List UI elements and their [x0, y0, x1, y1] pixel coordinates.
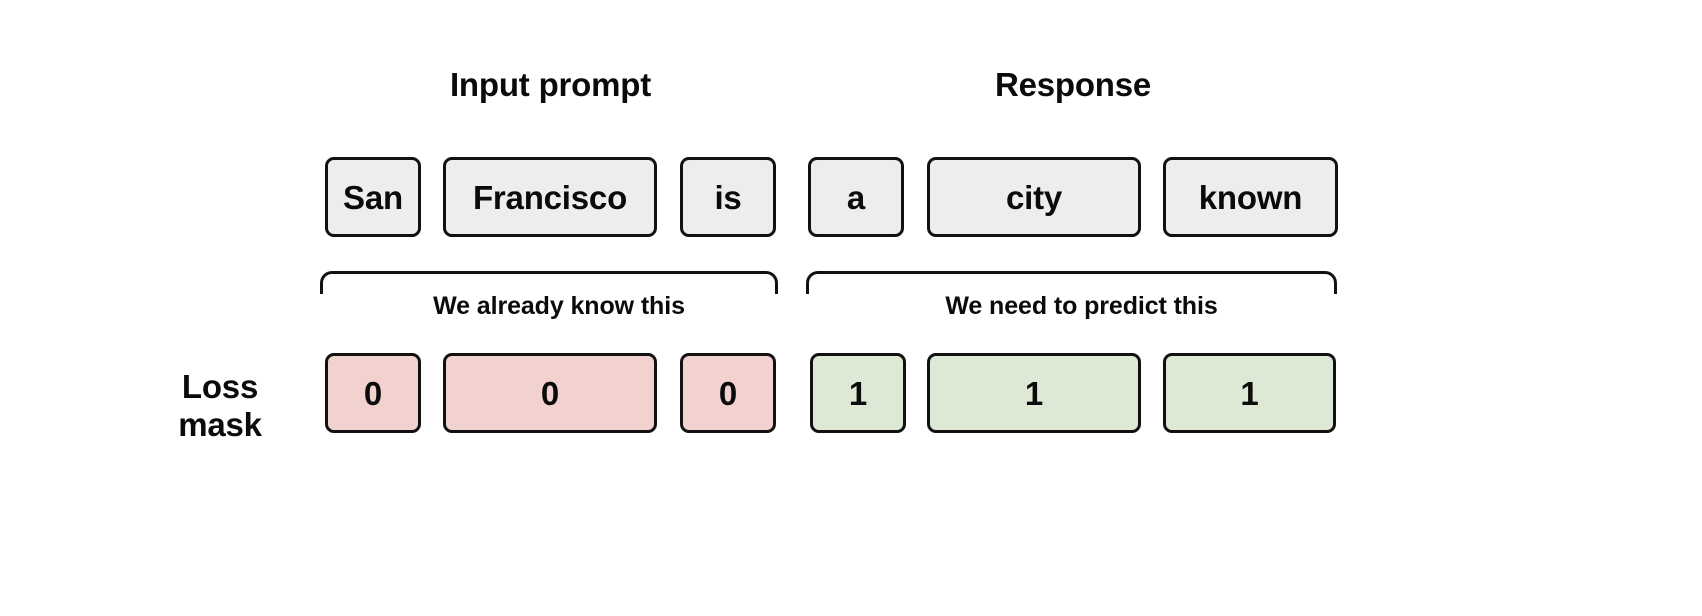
loss-mask-cell-francisco: 0	[443, 353, 657, 433]
bracket-response	[806, 271, 1337, 315]
bracket-label-already-know: We already know this	[320, 294, 798, 319]
token-box-francisco: Francisco	[443, 157, 657, 237]
section-header-response: Response	[994, 66, 1152, 103]
loss-mask-row-label: Loss mask	[100, 368, 340, 444]
loss-mask-cell-known: 1	[1163, 353, 1336, 433]
loss-mask-cell-san: 0	[325, 353, 421, 433]
loss-mask-cell-city: 1	[927, 353, 1141, 433]
loss-mask-label-line2: mask	[178, 405, 262, 443]
section-header-input-prompt: Input prompt	[449, 66, 652, 103]
token-box-known: known	[1163, 157, 1338, 237]
bracket-label-need-predict: We need to predict this	[806, 294, 1357, 319]
token-box-a: a	[808, 157, 904, 237]
token-box-san: San	[325, 157, 421, 237]
bracket-input-prompt	[320, 271, 778, 315]
token-box-city: city	[927, 157, 1141, 237]
loss-mask-cell-is: 0	[680, 353, 776, 433]
loss-mask-cell-a: 1	[810, 353, 906, 433]
token-box-is: is	[680, 157, 776, 237]
loss-mask-label-line1: Loss	[181, 368, 259, 405]
